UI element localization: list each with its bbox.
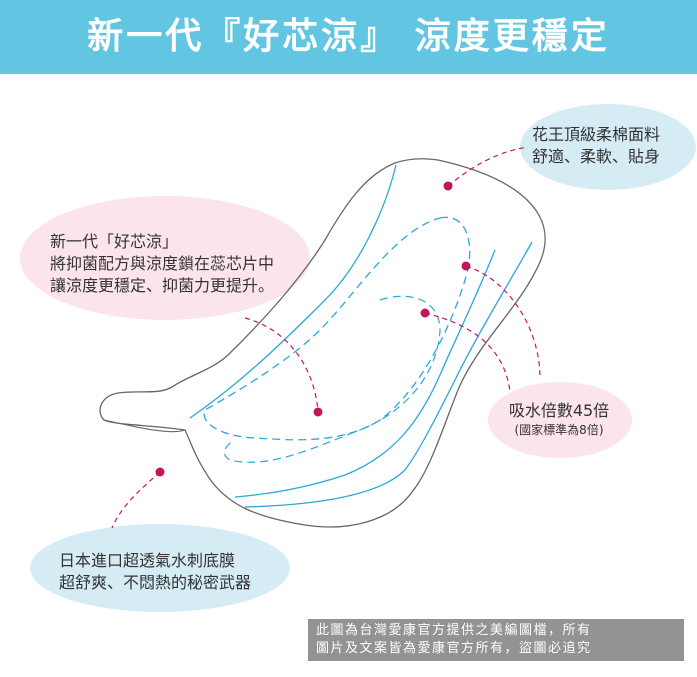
copyright-notice: 此圖為台灣愛康官方提供之美編圖檔，所有 圖片及文案皆為愛康官方所有，盜圖必追究	[308, 619, 684, 661]
callout-core: 新一代「好芯涼」 將抑菌配方與涼度鎖在蕊芯片中 讓涼度更穩定、抑菌力更提升。	[50, 231, 274, 297]
pad-core-dashed-inner	[223, 295, 441, 463]
dot-top-right	[443, 181, 453, 191]
title-banner: 新一代『好芯涼』 涼度更穩定	[0, 0, 697, 74]
pad-inner-line-edge	[244, 241, 533, 508]
callout-absorb: 吸水倍數45倍 (國家標準為8倍)	[500, 400, 618, 438]
callout-core-line2: 將抑菌配方與涼度鎖在蕊芯片中	[50, 254, 275, 273]
bubble-top-right	[520, 104, 696, 190]
dot-left	[313, 407, 323, 417]
callout-backsheet-line1: 日本進口超透氣水刺底膜	[59, 551, 236, 570]
leader-left	[244, 317, 319, 413]
callout-fabric: 花王頂級柔棉面料 舒適、柔軟、貼身	[532, 124, 660, 168]
callout-backsheet-line2: 超舒爽、不悶熱的秘密武器	[59, 573, 252, 592]
callout-fabric-line2: 舒適、柔軟、貼身	[532, 147, 661, 166]
pad-wing-fold	[103, 419, 186, 433]
copyright-notice-line2: 圖片及文案皆為愛康官方所有，盜圖必追究	[316, 641, 592, 656]
dot-right-lower	[420, 308, 430, 318]
pad-inner-line-outer	[189, 164, 397, 419]
callout-absorb-line2: (國家標準為8倍)	[514, 423, 604, 437]
leader-right-upper	[465, 265, 541, 379]
bubble-right	[488, 382, 632, 458]
pad-core-dashed-outer	[203, 216, 471, 441]
callout-core-line3: 讓涼度更穩定、抑菌力更提升。	[50, 276, 275, 295]
callout-backsheet: 日本進口超透氣水刺底膜 超舒爽、不悶熱的秘密武器	[59, 550, 251, 594]
dot-right-upper	[461, 261, 471, 271]
bubble-bottom	[30, 524, 290, 612]
callout-core-line1: 新一代「好芯涼」	[50, 232, 179, 251]
leader-bottom	[111, 471, 161, 529]
page-title: 新一代『好芯涼』 涼度更穩定	[87, 16, 610, 57]
leader-top-right	[447, 146, 529, 187]
bubble-left	[20, 196, 310, 320]
copyright-notice-line1: 此圖為台灣愛康官方提供之美編圖檔，所有	[316, 623, 592, 638]
dot-bottom	[155, 467, 165, 477]
callout-fabric-line1: 花王頂級柔棉面料	[532, 125, 661, 144]
callout-absorb-line1: 吸水倍數45倍	[508, 401, 610, 420]
leader-right-lower	[424, 312, 511, 393]
pad-inner-line-mid	[234, 249, 496, 498]
